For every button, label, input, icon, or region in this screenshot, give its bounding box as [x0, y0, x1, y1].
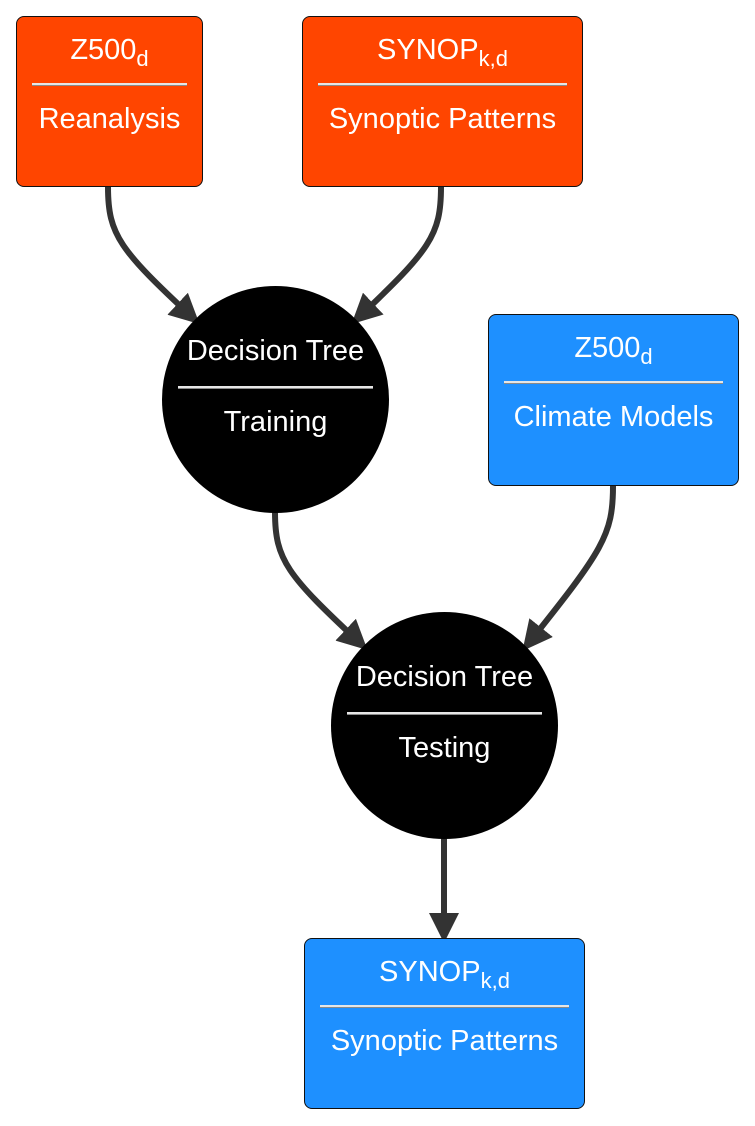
- node-synop-patterns-output: SYNOPk,d Synoptic Patterns: [304, 938, 585, 1109]
- node-title: Z500d: [574, 332, 653, 369]
- node-title: SYNOPk,d: [377, 34, 508, 71]
- node-title: Z500d: [70, 34, 149, 71]
- divider: [347, 712, 542, 715]
- divider: [32, 83, 187, 86]
- edge-synop-to-training: [351, 186, 444, 325]
- node-decision-tree-training: Decision Tree Training: [162, 286, 389, 513]
- node-label: Training: [223, 406, 328, 438]
- node-z500-climate-models: Z500d Climate Models: [488, 314, 739, 486]
- divider: [504, 381, 723, 384]
- divider: [320, 1005, 569, 1008]
- node-label: Climate Models: [513, 401, 714, 433]
- node-title: Decision Tree: [186, 335, 365, 367]
- divider: [178, 386, 373, 389]
- edge-z500-climate-to-testing: [522, 485, 616, 652]
- node-synop-patterns-input: SYNOPk,d Synoptic Patterns: [302, 16, 583, 187]
- edge-z500-reanalysis-to-training: [105, 186, 200, 325]
- node-title: Decision Tree: [355, 661, 534, 693]
- node-label: Testing: [398, 732, 491, 764]
- node-label: Synoptic Patterns: [328, 103, 557, 135]
- divider: [318, 83, 567, 86]
- edge-training-to-testing: [272, 511, 368, 651]
- node-decision-tree-testing: Decision Tree Testing: [331, 612, 558, 839]
- node-title: SYNOPk,d: [379, 956, 510, 993]
- node-label: Reanalysis: [38, 103, 181, 135]
- node-z500-reanalysis: Z500d Reanalysis: [16, 16, 203, 187]
- node-label: Synoptic Patterns: [330, 1025, 559, 1057]
